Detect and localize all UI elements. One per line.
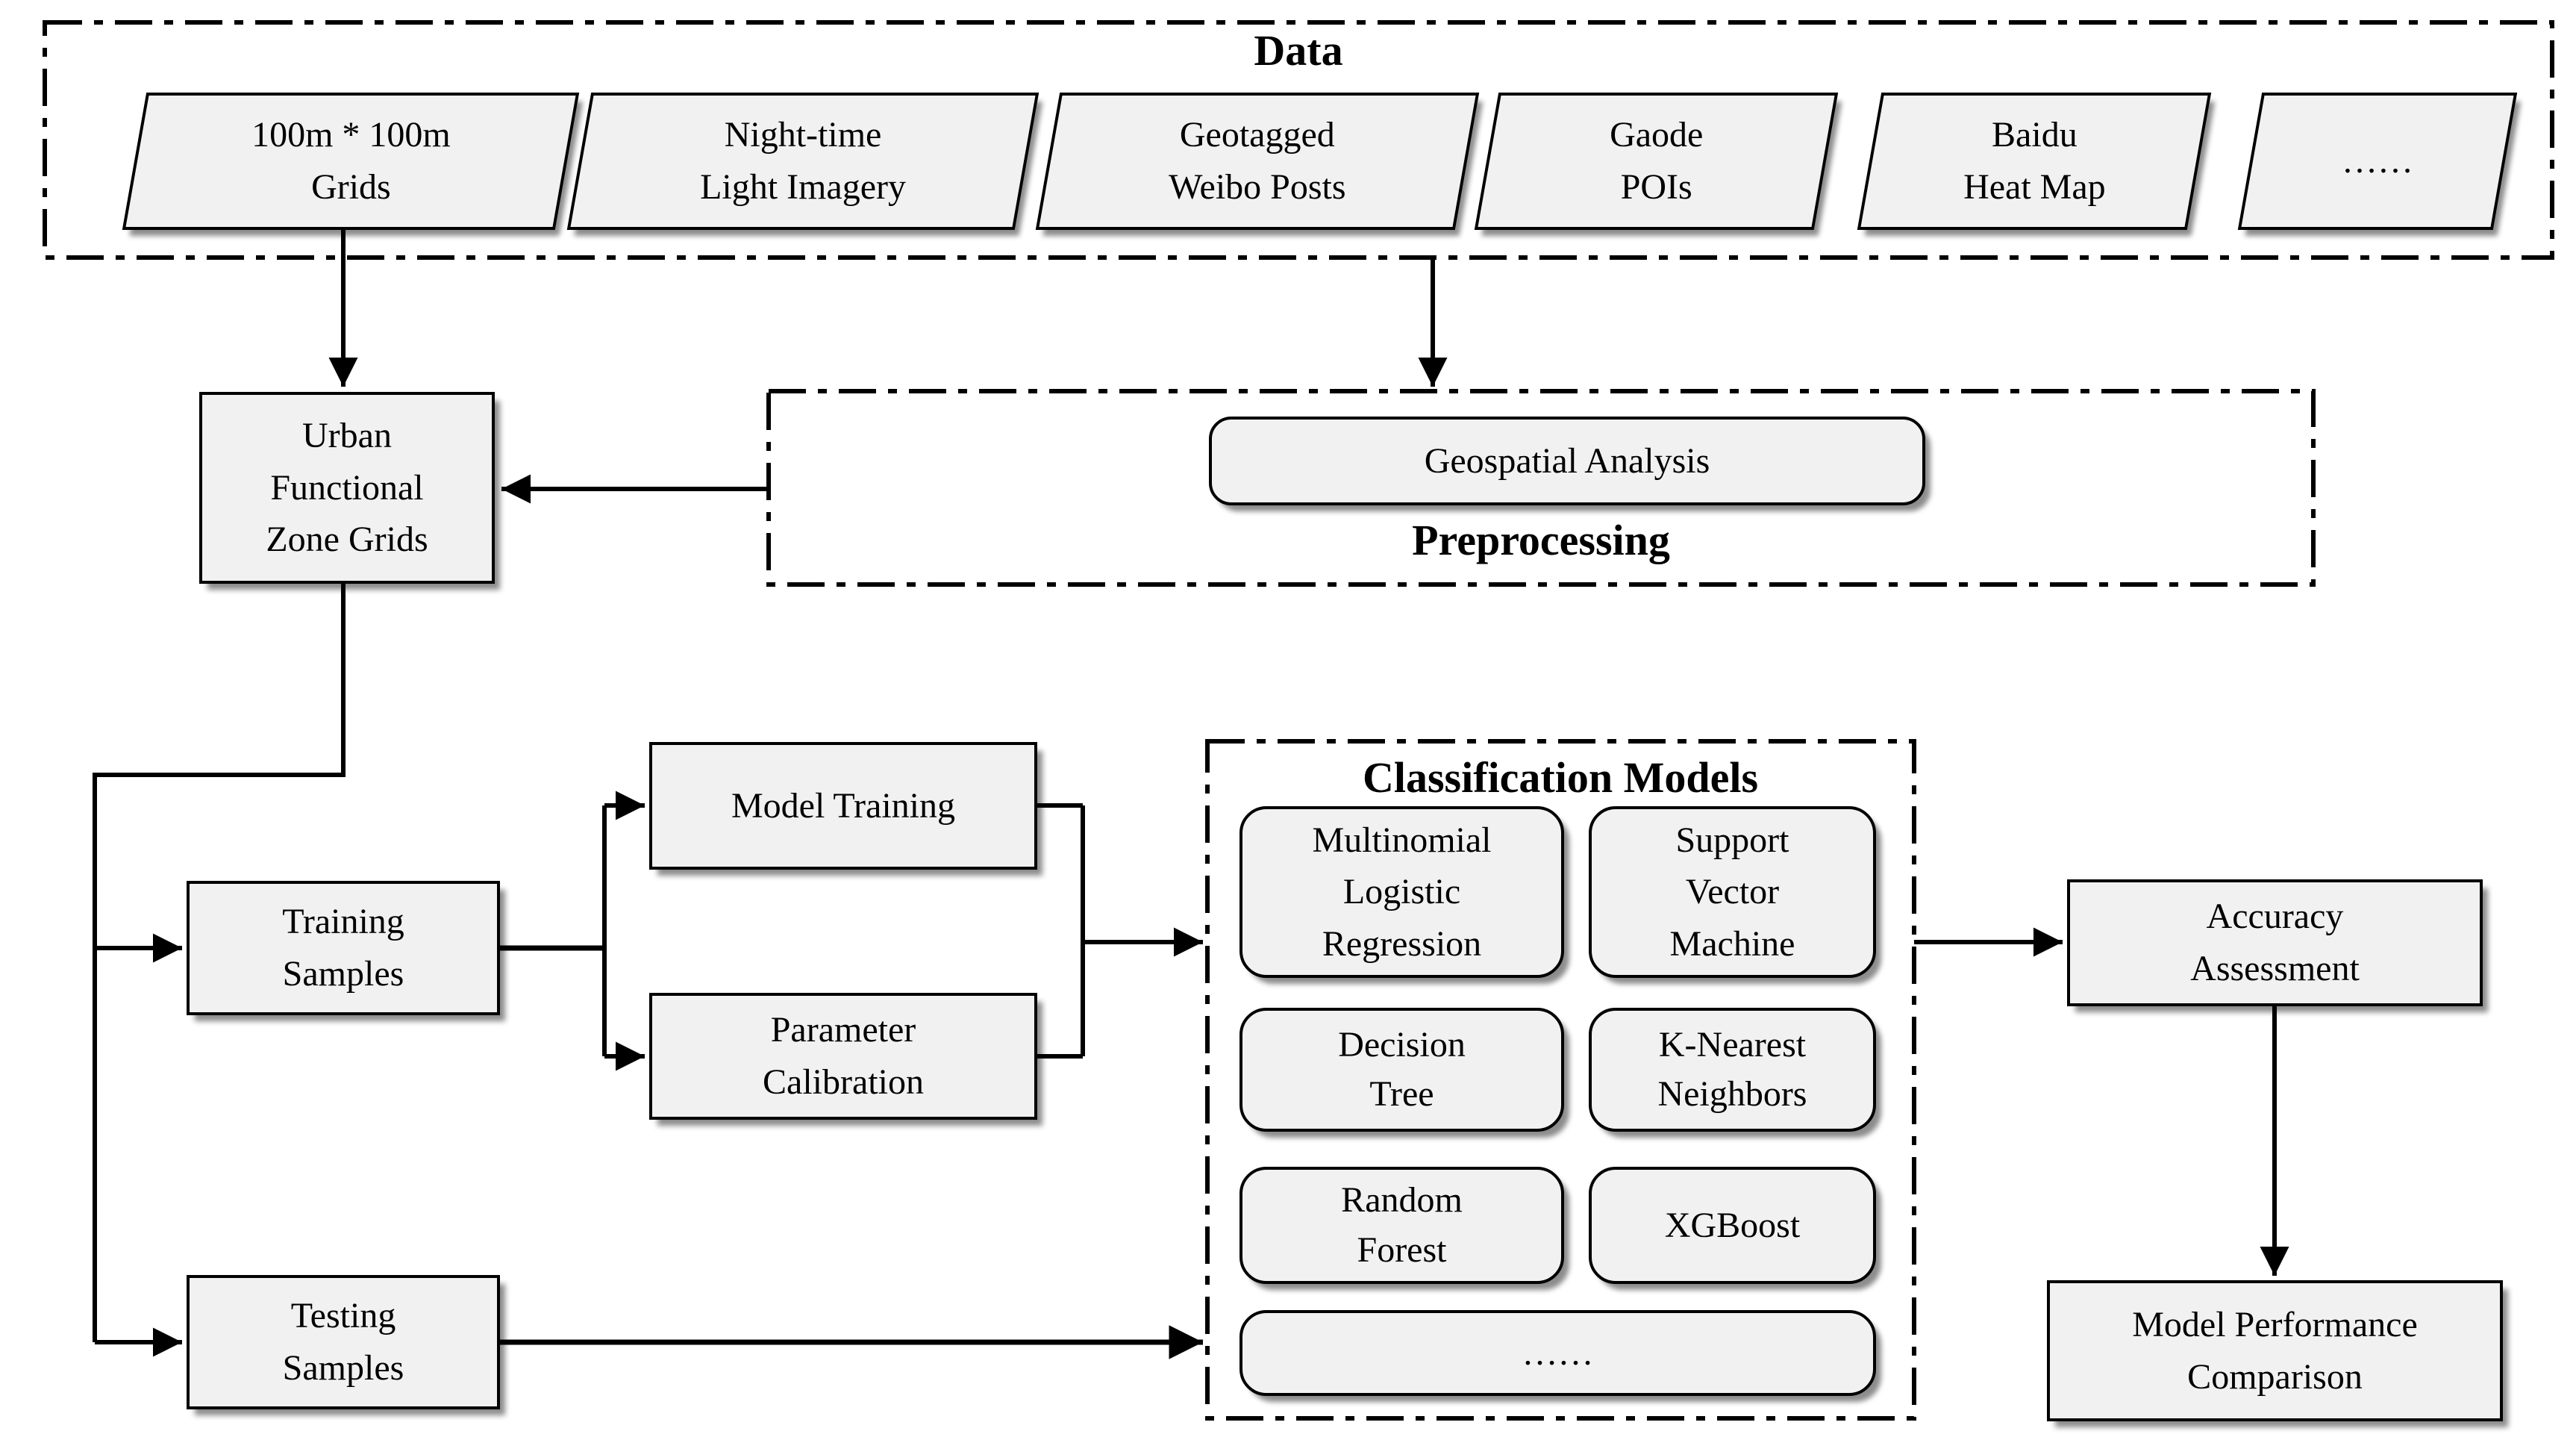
model-training-node: Model Training	[649, 742, 1037, 870]
training-samples-node: Training Samples	[187, 881, 500, 1015]
data-section-border	[43, 20, 2554, 260]
accuracy-assessment-label: Accuracy Assessment	[2190, 897, 2360, 988]
model-xgboost: XGBoost	[1589, 1167, 1876, 1284]
classification-models-section-border	[1205, 739, 1916, 1421]
parameter-calibration-node: Parameter Calibration	[649, 993, 1037, 1120]
testing-samples-node: Testing Samples	[187, 1275, 500, 1409]
data-source-weibo-label: Geotagged Weibo Posts	[1169, 115, 1346, 207]
model-ellipsis-label: ……	[1522, 1332, 1594, 1373]
model-ellipsis: ……	[1239, 1310, 1876, 1396]
parameter-calibration-label: Parameter Calibration	[763, 1010, 924, 1102]
data-section-title: Data	[1254, 26, 1343, 75]
accuracy-assessment-node: Accuracy Assessment	[2067, 879, 2483, 1006]
model-multinomial-logistic-regression: Multinomial Logistic Regression	[1239, 806, 1564, 978]
training-samples-label: Training Samples	[282, 902, 404, 994]
urban-functional-zone-grids-label: Urban Functional Zone Grids	[266, 416, 428, 560]
model-k-nearest-neighbors: K-Nearest Neighbors	[1589, 1008, 1876, 1132]
data-source-baidu-heatmap: Baidu Heat Map	[1857, 93, 2212, 230]
data-source-nighttime-light: Night-time Light Imagery	[566, 93, 1040, 230]
data-source-gaode-pois: Gaode POIs	[1474, 93, 1839, 230]
model-support-vector-machine: Support Vector Machine	[1589, 806, 1876, 978]
data-source-baidu-heatmap-label: Baidu Heat Map	[1963, 115, 2106, 207]
data-source-gaode-pois-label: Gaode POIs	[1609, 115, 1704, 207]
model-decision-tree-label: Decision Tree	[1338, 1024, 1466, 1114]
testing-samples-label: Testing Samples	[282, 1296, 404, 1388]
data-source-nighttime-light-label: Night-time Light Imagery	[700, 115, 906, 207]
data-source-grids-label: 100m * 100m Grids	[251, 115, 451, 207]
model-performance-comparison-label: Model Performance Comparison	[2132, 1304, 2418, 1397]
model-xgboost-label: XGBoost	[1664, 1205, 1801, 1245]
classification-models-section-title: Classification Models	[1362, 753, 1759, 802]
geospatial-analysis-node: Geospatial Analysis	[1209, 417, 1925, 505]
model-support-vector-machine-label: Support Vector Machine	[1669, 820, 1795, 964]
geospatial-analysis-label: Geospatial Analysis	[1424, 440, 1710, 481]
model-decision-tree: Decision Tree	[1239, 1008, 1564, 1132]
data-source-ellipsis-label: ……	[2342, 141, 2413, 181]
preprocessing-section-title: Preprocessing	[1412, 516, 1670, 564]
model-training-label: Model Training	[731, 785, 956, 826]
urban-functional-zone-grids-node: Urban Functional Zone Grids	[199, 392, 495, 584]
model-k-nearest-neighbors-label: K-Nearest Neighbors	[1657, 1024, 1807, 1114]
model-random-forest: Random Forest	[1239, 1167, 1564, 1284]
model-multinomial-logistic-regression-label: Multinomial Logistic Regression	[1312, 820, 1492, 964]
model-random-forest-label: Random Forest	[1341, 1180, 1463, 1270]
data-source-grids: 100m * 100m Grids	[122, 93, 580, 230]
data-source-weibo: Geotagged Weibo Posts	[1035, 93, 1480, 230]
line-ufzg-trunk	[93, 584, 346, 1342]
model-performance-comparison-node: Model Performance Comparison	[2047, 1280, 2503, 1421]
data-source-ellipsis: ……	[2237, 93, 2518, 230]
